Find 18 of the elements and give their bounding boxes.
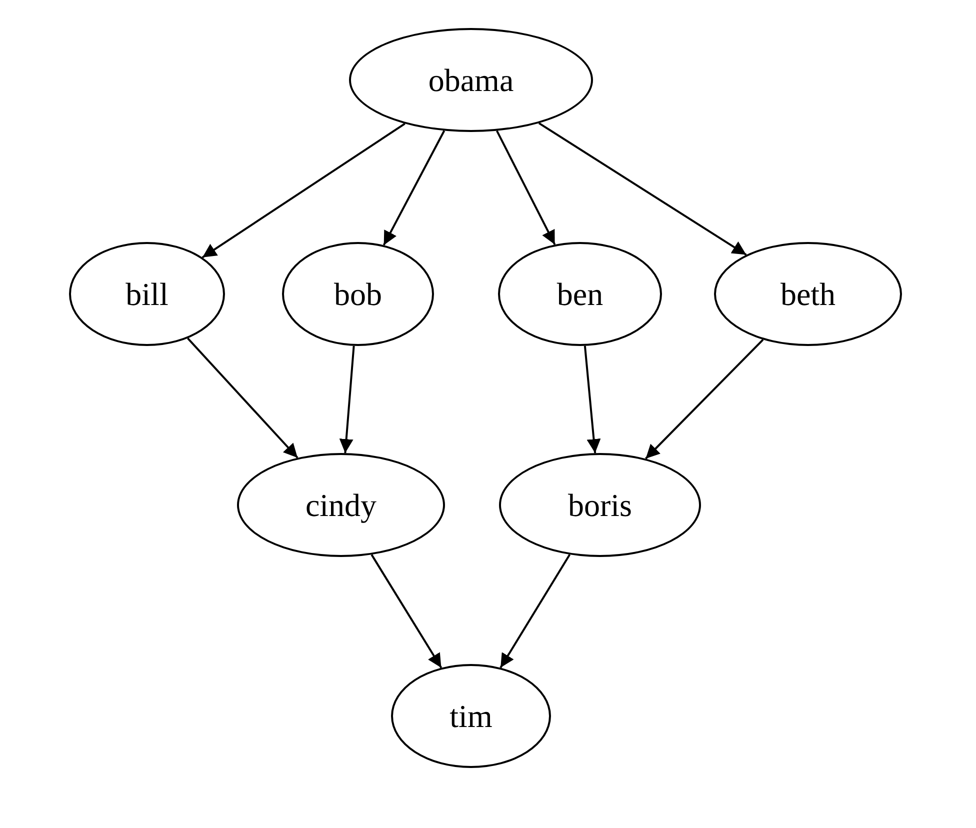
arrow [382, 130, 446, 246]
ellipse-node: bill [69, 242, 225, 346]
ellipse-node: bob [282, 242, 434, 346]
arrow [584, 346, 601, 454]
ellipse-node: beth [714, 242, 902, 346]
arrow [496, 130, 556, 245]
ellipse-node: cindy [237, 453, 445, 557]
arrow [645, 338, 764, 460]
arrow [187, 338, 298, 458]
arrow [339, 346, 355, 454]
ellipse-node: tim [391, 664, 551, 768]
arrow [538, 122, 747, 256]
ellipse-node: boris [499, 453, 701, 557]
arrow [370, 554, 442, 668]
arrow [202, 122, 406, 258]
arrow [500, 554, 571, 668]
ellipse-node: obama [349, 28, 593, 132]
ellipse-node: ben [498, 242, 662, 346]
